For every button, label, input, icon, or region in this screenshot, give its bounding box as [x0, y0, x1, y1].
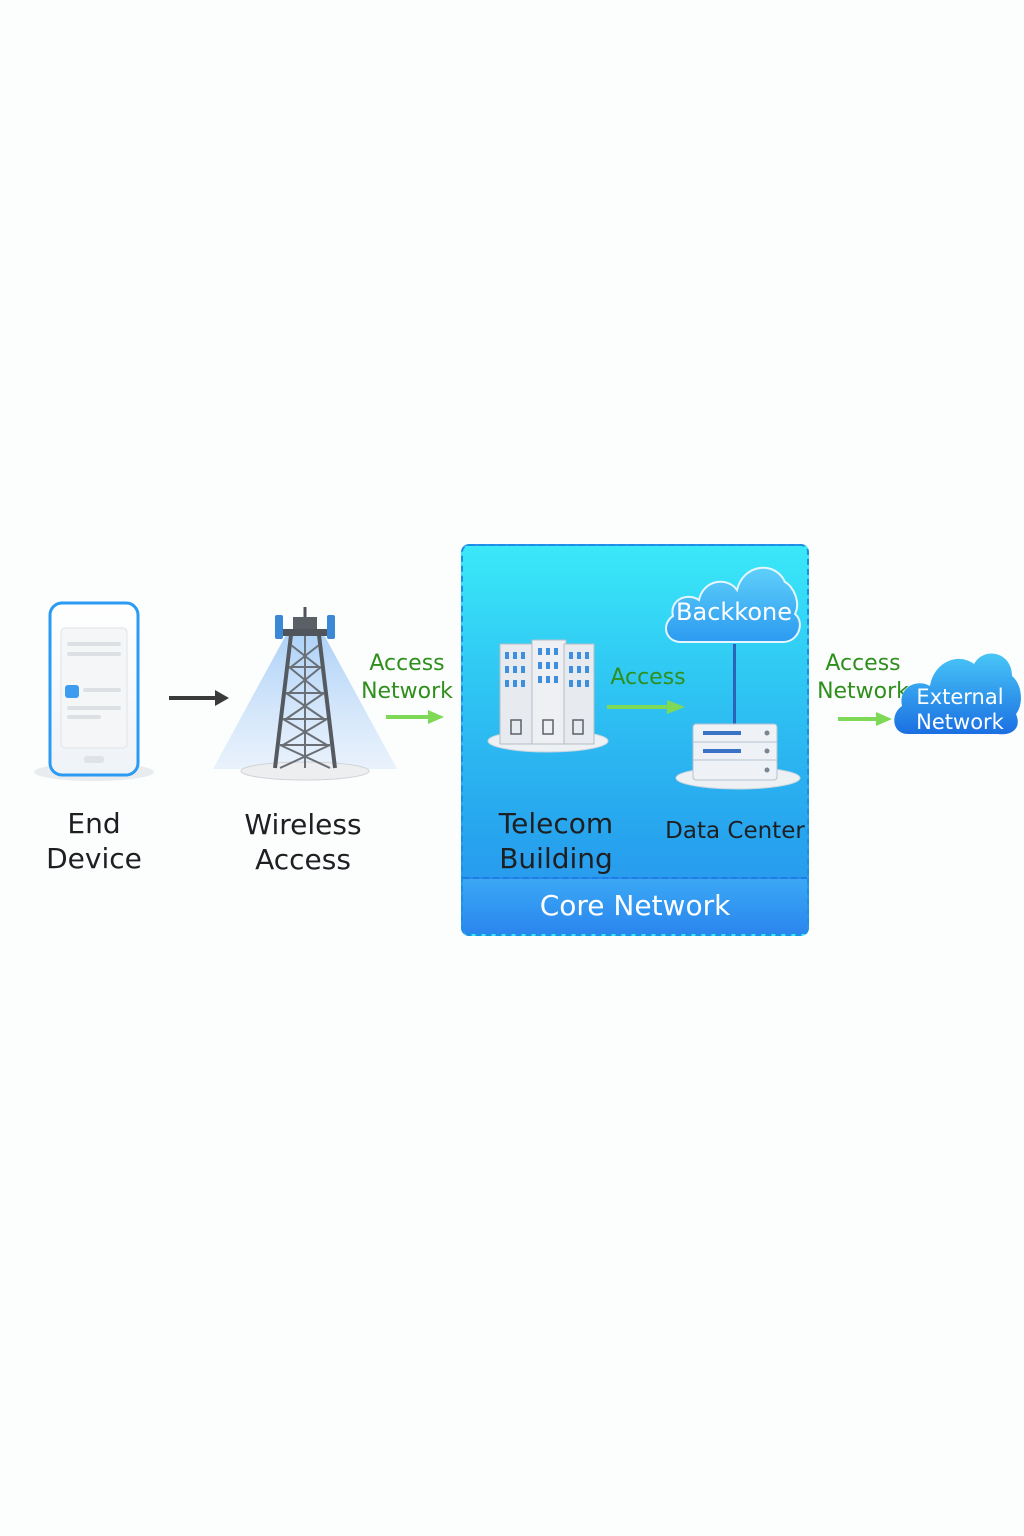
telecom-building-label: Telecom Building — [481, 806, 631, 876]
tower-to-core-arrow — [386, 710, 444, 724]
access-network-2-line1: Access — [825, 651, 901, 676]
wireless-access-label-line2: Access — [255, 843, 351, 876]
access-internal-label: Access — [610, 665, 686, 690]
telecom-building-icon — [487, 639, 609, 753]
data-center-server-icon — [675, 723, 801, 790]
phone-icon — [34, 601, 154, 781]
core-to-external-arrow — [838, 712, 892, 726]
wireless-access-label-line1: Wireless — [244, 808, 362, 841]
device-to-tower-arrow — [169, 690, 229, 706]
external-network-cloud-icon — [894, 653, 1021, 735]
end-device-label: End Device — [24, 806, 164, 876]
external-network-label: External Network — [900, 685, 1020, 735]
access-network-label-1: Access Network — [352, 650, 462, 706]
end-device-label-line2: Device — [46, 842, 142, 875]
core-network-label: Core Network — [539, 889, 731, 922]
access-network-2-line2: Network — [817, 679, 909, 704]
end-device-label-line1: End — [67, 807, 121, 840]
wireless-access-node — [205, 605, 405, 785]
end-device-node — [30, 600, 160, 790]
external-network-label-line2: Network — [916, 710, 1004, 734]
access-network-1-line2: Network — [361, 679, 453, 704]
data-center-label: Data Center — [665, 818, 805, 844]
external-network-label-line1: External — [916, 685, 1004, 709]
cell-tower-icon — [213, 607, 397, 781]
telecom-building-label-line1: Telecom — [498, 807, 614, 840]
building-to-datacenter-arrow — [607, 700, 685, 714]
access-network-1-line1: Access — [369, 651, 445, 676]
core-network-footer: Core Network — [463, 877, 807, 934]
wireless-access-label: Wireless Access — [218, 807, 388, 877]
access-network-label-2: Access Network — [810, 650, 916, 706]
backbone-link — [733, 644, 736, 724]
telecom-building-label-line2: Building — [499, 842, 613, 875]
backbone-label: Backkone — [676, 598, 792, 626]
backbone-cloud-icon — [665, 566, 801, 643]
core-network-box: Access Backkone — [461, 544, 809, 936]
